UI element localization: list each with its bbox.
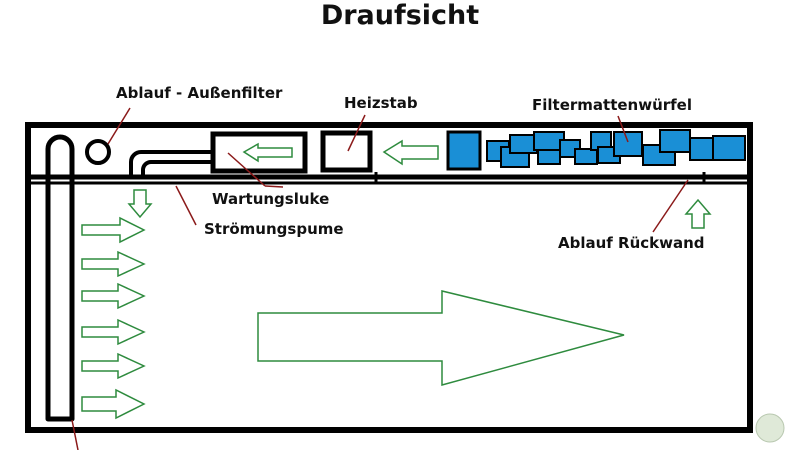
- tank-outline: [25, 122, 753, 433]
- label-outflow-external-filter: Ablauf - Außenfilter: [116, 84, 283, 102]
- label-maintenance-hatch: Wartungsluke: [212, 190, 330, 208]
- filter-cube: [446, 130, 482, 171]
- heater: [320, 130, 373, 173]
- external-filter-outflow-icon: [85, 139, 111, 165]
- watermark-bubble-icon: [755, 413, 785, 443]
- label-filter-cubes: Filtermattenwürfel: [532, 96, 692, 114]
- pump-down-arrow: [127, 189, 153, 219]
- flow-arrow: [81, 318, 146, 346]
- flow-pump-pipe: [129, 150, 214, 176]
- filter-cube: [537, 149, 561, 165]
- diagram-title: Draufsicht: [320, 0, 480, 31]
- leader-line-heater: [347, 114, 366, 152]
- leader-line-pump: [175, 185, 197, 226]
- flow-arrow: [81, 216, 146, 244]
- hatch-flow-arrow: [242, 142, 293, 163]
- leader-line-back-wall: [652, 179, 689, 233]
- back-wall-up-arrow: [684, 198, 712, 229]
- inflow-pipe: [45, 134, 75, 422]
- leader-lines: [71, 107, 689, 450]
- flow-arrow: [81, 250, 146, 278]
- filter-flow-arrow: [382, 139, 439, 166]
- leader-line-bottom: [71, 419, 79, 450]
- filter-cube: [659, 129, 691, 153]
- label-outflow-back-wall: Ablauf Rückwand: [558, 234, 705, 252]
- filter-cube: [712, 135, 746, 161]
- inflow-arrows: [81, 216, 146, 420]
- leader-line-outflow-filter: [107, 107, 131, 145]
- leader-line-filter-cubes: [617, 115, 629, 143]
- flow-arrow: [81, 352, 146, 380]
- filter-cube: [509, 134, 538, 154]
- filter-cube: [574, 148, 598, 165]
- leader-line-hatch: [264, 185, 284, 188]
- label-heater: Heizstab: [344, 94, 418, 112]
- filter-cube: [613, 131, 643, 157]
- main-flow-arrow: [257, 290, 625, 386]
- label-flow-pump: Strömungspume: [204, 220, 344, 238]
- filter-cubes: [446, 129, 746, 171]
- flow-arrow: [81, 282, 146, 310]
- flow-pump-pipe-outer: [141, 160, 214, 176]
- leader-line-hatch-diag: [227, 152, 266, 187]
- flow-arrow: [81, 388, 146, 420]
- maintenance-hatch: [210, 131, 308, 174]
